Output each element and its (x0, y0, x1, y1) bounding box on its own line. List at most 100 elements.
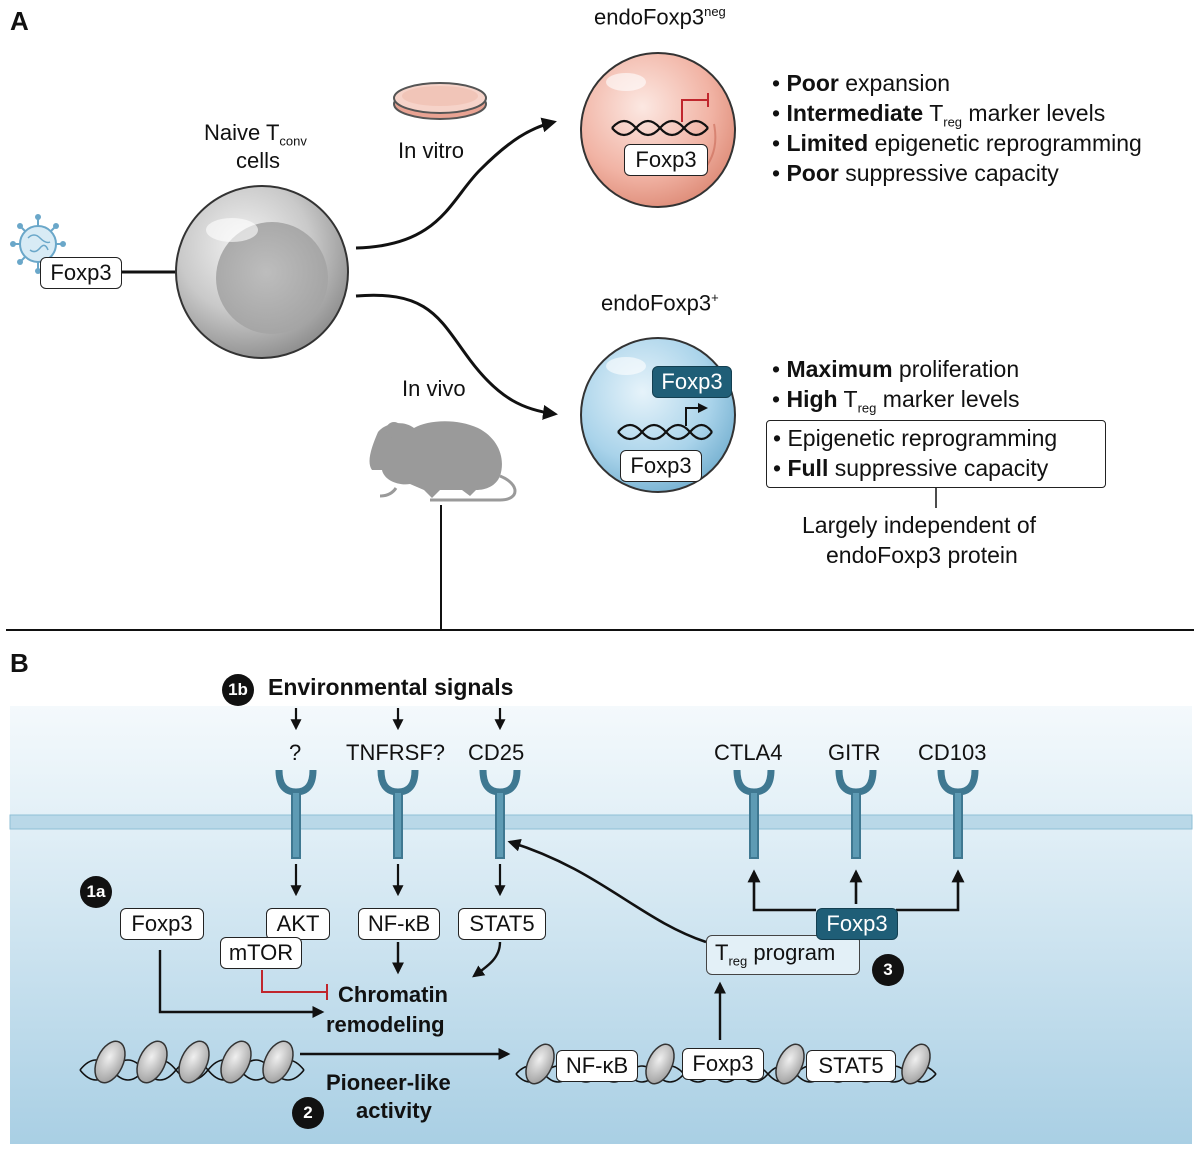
neg-bullet-2: • Intermediate Treg marker levels (772, 100, 1106, 130)
independent-line2: endoFoxp3 protein (826, 542, 1018, 568)
pos-bullet-1-rest: proliferation (892, 356, 1020, 382)
signaling-arrows (290, 864, 506, 897)
in-vivo-label: In vivo (402, 376, 466, 401)
receptor-q-label: ? (289, 740, 302, 765)
receptor-q (275, 769, 317, 859)
mouse-icon (369, 421, 517, 502)
neg-bullet-4: • Poor suppressive capacity (772, 160, 1059, 186)
neg-bullet-3-rest: epigenetic reprogramming (868, 130, 1142, 156)
receptor-cd25-label: CD25 (468, 740, 525, 765)
boxed-bullet-2: • Full suppressive capacity (773, 455, 1049, 481)
receptor-ctla4-label: CTLA4 (714, 740, 783, 765)
neg-bullet-1-rest: expansion (838, 70, 951, 96)
pos-bullet-2-rest: marker levels (876, 386, 1020, 412)
boxed-bullet-2-bold: Full (787, 455, 829, 481)
receptor-cd25 (479, 769, 521, 859)
chromatin-line1: Chromatin (338, 982, 448, 1007)
pos-foxp3-protein-box: Foxp3 (652, 366, 732, 398)
boxed-bullet-1-rest: Epigenetic reprogramming (787, 425, 1058, 451)
in-vitro-label: In vitro (398, 138, 465, 163)
mtor-box: mTOR (220, 937, 302, 969)
in-vivo-arrow (355, 293, 558, 420)
pos-bullet-2: • High Treg marker levels (772, 386, 1020, 416)
env-signals-label: Environmental signals (268, 674, 514, 700)
badge-1b: 1b (222, 674, 254, 706)
neg-bullet-1-bold: Poor (786, 70, 839, 96)
neg-title-sup: neg (704, 4, 726, 19)
mtor-inhibition-icon (261, 970, 328, 1000)
dna-helix-icon (611, 119, 709, 137)
dna-stat5-box: STAT5 (806, 1050, 896, 1082)
dna-foxp3-box: Foxp3 (682, 1048, 764, 1080)
naive-cells-label-line2: cells (236, 148, 281, 173)
treg-prefix: T (715, 940, 729, 965)
stat5-box: STAT5 (458, 908, 546, 940)
neg-bullet-3-bold: Limited (786, 130, 869, 156)
neg-title: endoFoxp3neg (594, 4, 726, 30)
naive-cells-label: Naive Tconv (204, 120, 307, 148)
petri-dish-icon (393, 82, 487, 120)
neg-bullet-4-rest: suppressive capacity (838, 160, 1059, 186)
treg-program-label: Treg program (715, 940, 835, 968)
panel-a-label: A (10, 6, 29, 36)
naive-t-cell (175, 185, 349, 359)
repression-icon (681, 93, 709, 122)
dna-helix-icon (617, 423, 713, 441)
receptor-cd103-label: CD103 (918, 740, 987, 765)
pioneer-line1: Pioneer-like (326, 1070, 451, 1095)
boxed-bullet-2-rest: suppressive capacity (828, 455, 1049, 481)
pos-title-text: endoFoxp3 (601, 290, 712, 316)
receptor-cd103 (937, 769, 979, 859)
foxp3-dark-box: Foxp3 (816, 908, 898, 940)
neg-bullet-4-bold: Poor (786, 160, 839, 186)
activation-arrow-icon (685, 403, 708, 426)
pos-bullet-2-bold: High (786, 386, 838, 412)
neg-bullet-1: • Poor expansion (772, 70, 951, 96)
receptor-gitr (835, 769, 877, 859)
pos-bullet-2-sub: reg (857, 400, 877, 416)
pos-bullet-1-bold: Maximum (786, 356, 893, 382)
pos-title-sup: + (711, 290, 719, 305)
receptor-ctla4 (733, 769, 775, 859)
treg-sub: reg (728, 953, 748, 969)
neg-bullet-3: • Limited epigenetic reprogramming (772, 130, 1142, 156)
neg-bullet-2-bold: Intermediate (786, 100, 924, 126)
nfkb-box: NF-κB (358, 908, 440, 940)
neg-bullet-2-sub: reg (943, 114, 963, 130)
naive-label-text: Naive T (204, 120, 280, 145)
pos-bullet-1: • Maximum proliferation (772, 356, 1020, 382)
cell-membrane (9, 814, 1193, 830)
neg-title-text: endoFoxp3 (594, 4, 705, 30)
boxed-bullets: • Epigenetic reprogramming • Full suppre… (766, 420, 1106, 488)
neg-bullet-2-rest: marker levels (962, 100, 1106, 126)
naive-label-sub: conv (279, 133, 307, 149)
signal-arrows (290, 708, 506, 731)
pioneer-line2: activity (356, 1098, 432, 1123)
pos-bullet-2-pre: T (837, 386, 858, 412)
nucleosomes-right (525, 1043, 931, 1085)
treg-program-box: Treg program (706, 935, 860, 975)
pos-title: endoFoxp3+ (601, 290, 719, 316)
receptor-tnfrsf (377, 769, 419, 859)
foxp3-box-1a: Foxp3 (120, 908, 204, 940)
treg-suffix: program (747, 940, 836, 965)
virus-icon (10, 214, 66, 274)
nucleosomes-left (94, 1040, 294, 1084)
vector-foxp3-box: Foxp3 (40, 257, 122, 289)
independent-line1: Largely independent of (802, 512, 1037, 538)
badge-2: 2 (292, 1097, 324, 1129)
panel-b-label: B (10, 648, 29, 678)
foxp3-target-arrows (747, 869, 965, 912)
remodeling-arrows (158, 941, 502, 1018)
akt-box: AKT (266, 908, 330, 940)
pos-foxp3-gene-box: Foxp3 (620, 450, 702, 482)
receptor-gitr-label: GITR (828, 740, 881, 765)
dna-nfkb-box: NF-κB (556, 1050, 638, 1082)
badge-3: 3 (872, 954, 904, 986)
boxed-bullet-1: • Epigenetic reprogramming (773, 425, 1058, 451)
in-vitro-arrow (355, 117, 557, 250)
neg-bullet-2-pre: T (923, 100, 944, 126)
chromatin-line2: remodeling (326, 1012, 445, 1037)
neg-foxp3-gene-box: Foxp3 (624, 144, 708, 176)
receptor-tnfrsf-label: TNFRSF? (346, 740, 445, 765)
